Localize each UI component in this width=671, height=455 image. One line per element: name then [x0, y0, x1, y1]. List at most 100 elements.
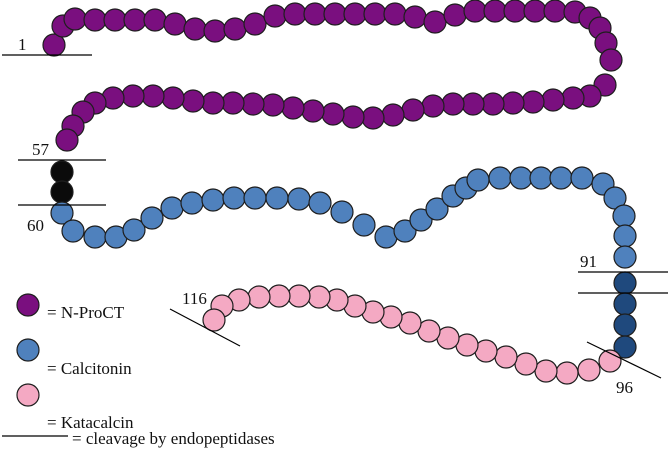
- residue-label-116: 116: [182, 289, 207, 308]
- residue-label-60: 60: [27, 216, 44, 235]
- nproct-bead: [83, 8, 107, 32]
- legend-nproct-bead: [16, 293, 40, 317]
- nproct-bead: [181, 89, 205, 113]
- cleavage-site-bead: [50, 160, 74, 184]
- nproct-bead: [121, 84, 145, 108]
- katacalcin-bead: [534, 359, 558, 383]
- nproct-bead: [599, 48, 623, 72]
- nproct-bead: [361, 106, 385, 130]
- nproct-bead: [63, 7, 87, 31]
- nproct-bead: [123, 8, 147, 32]
- nproct-bead: [543, 0, 567, 23]
- nproct-bead: [421, 94, 445, 118]
- calcitonin-bead: [613, 224, 637, 248]
- calcitonin-bead: [529, 166, 553, 190]
- calcitonin-bead: [61, 219, 85, 243]
- katacalcin-bead: [267, 284, 291, 308]
- nproct-bead: [103, 8, 127, 32]
- nproct-bead: [241, 92, 265, 116]
- katacalcin-bead: [247, 285, 271, 309]
- calcitonin-bead: [222, 186, 246, 210]
- calcitonin-bead: [509, 166, 533, 190]
- calcitonin-bead: [243, 186, 267, 210]
- calcitonin-bead: [393, 219, 417, 243]
- residue-label-1: 1: [18, 35, 27, 54]
- nproct-bead: [541, 88, 565, 112]
- calcitonin-dark-bead: [613, 271, 637, 295]
- legend-calcitonin-bead: [16, 338, 40, 362]
- nproct-bead: [343, 2, 367, 26]
- calcitonin-bead: [308, 191, 332, 215]
- nproct-bead: [263, 4, 287, 28]
- nproct-bead: [281, 96, 305, 120]
- katacalcin-bead: [202, 308, 226, 332]
- legend-calcitonin-label: = Calcitonin: [47, 359, 132, 378]
- katacalcin-bead: [494, 345, 518, 369]
- nproct-bead: [483, 0, 507, 23]
- calcitonin-bead: [160, 196, 184, 220]
- nproct-bead: [501, 91, 525, 115]
- nproct-bead: [461, 92, 485, 116]
- calcitonin-bead: [549, 166, 573, 190]
- nproct-bead: [481, 92, 505, 116]
- calcitonin-bead: [50, 201, 74, 225]
- residue-label-91: 91: [580, 252, 597, 271]
- nproct-bead: [301, 99, 325, 123]
- nproct-bead: [321, 102, 345, 126]
- calcitonin-dark-bead: [613, 292, 637, 316]
- cleavage-line-116: [169, 308, 241, 347]
- calcitonin-bead: [140, 206, 164, 230]
- nproct-bead: [323, 2, 347, 26]
- cleavage-line-96: [586, 341, 662, 379]
- katacalcin-bead: [307, 285, 331, 309]
- calcitonin-bead: [201, 188, 225, 212]
- calcitonin-bead: [466, 168, 490, 192]
- nproct-bead: [503, 0, 527, 23]
- nproct-bead: [441, 92, 465, 116]
- bead-chain: [42, 0, 637, 385]
- calcitonin-bead: [287, 187, 311, 211]
- katacalcin-bead: [577, 358, 601, 382]
- nproct-bead: [163, 12, 187, 36]
- nproct-bead: [561, 86, 585, 110]
- calcitonin-bead: [265, 186, 289, 210]
- katacalcin-bead: [514, 352, 538, 376]
- legend-katacalcin-label: = Katacalcin: [47, 413, 134, 432]
- nproct-bead: [303, 2, 327, 26]
- nproct-bead: [143, 8, 167, 32]
- calcitonin-bead: [83, 225, 107, 249]
- nproct-bead: [383, 2, 407, 26]
- nproct-bead: [341, 105, 365, 129]
- calcitonin-dark-bead: [613, 335, 637, 359]
- residue-label-96: 96: [616, 378, 633, 397]
- nproct-bead: [443, 3, 467, 27]
- katacalcin-bead: [555, 361, 579, 385]
- nproct-bead: [141, 84, 165, 108]
- nproct-bead: [243, 12, 267, 36]
- nproct-bead: [221, 91, 245, 115]
- nproct-bead: [283, 2, 307, 26]
- nproct-bead: [55, 128, 79, 152]
- nproct-bead: [42, 33, 66, 57]
- nproct-bead: [183, 17, 207, 41]
- nproct-bead: [523, 0, 547, 23]
- calcitonin-bead: [352, 213, 376, 237]
- calcitonin-bead: [180, 191, 204, 215]
- nproct-bead: [363, 2, 387, 26]
- nproct-bead: [161, 86, 185, 110]
- nproct-bead: [203, 19, 227, 43]
- katacalcin-bead: [287, 284, 311, 308]
- calcitonin-bead: [612, 204, 636, 228]
- nproct-bead: [403, 5, 427, 29]
- legend-nproct-label: = N-ProCT: [47, 303, 125, 322]
- calcitonin-bead: [409, 208, 433, 232]
- legend-cleavage-label: = cleavage by endopeptidases: [72, 429, 275, 448]
- calcitonin-bead: [122, 218, 146, 242]
- nproct-bead: [223, 17, 247, 41]
- nproct-bead: [201, 91, 225, 115]
- calcitonin-dark-bead: [613, 313, 637, 337]
- nproct-bead: [463, 0, 487, 23]
- nproct-bead: [521, 90, 545, 114]
- nproct-bead: [261, 93, 285, 117]
